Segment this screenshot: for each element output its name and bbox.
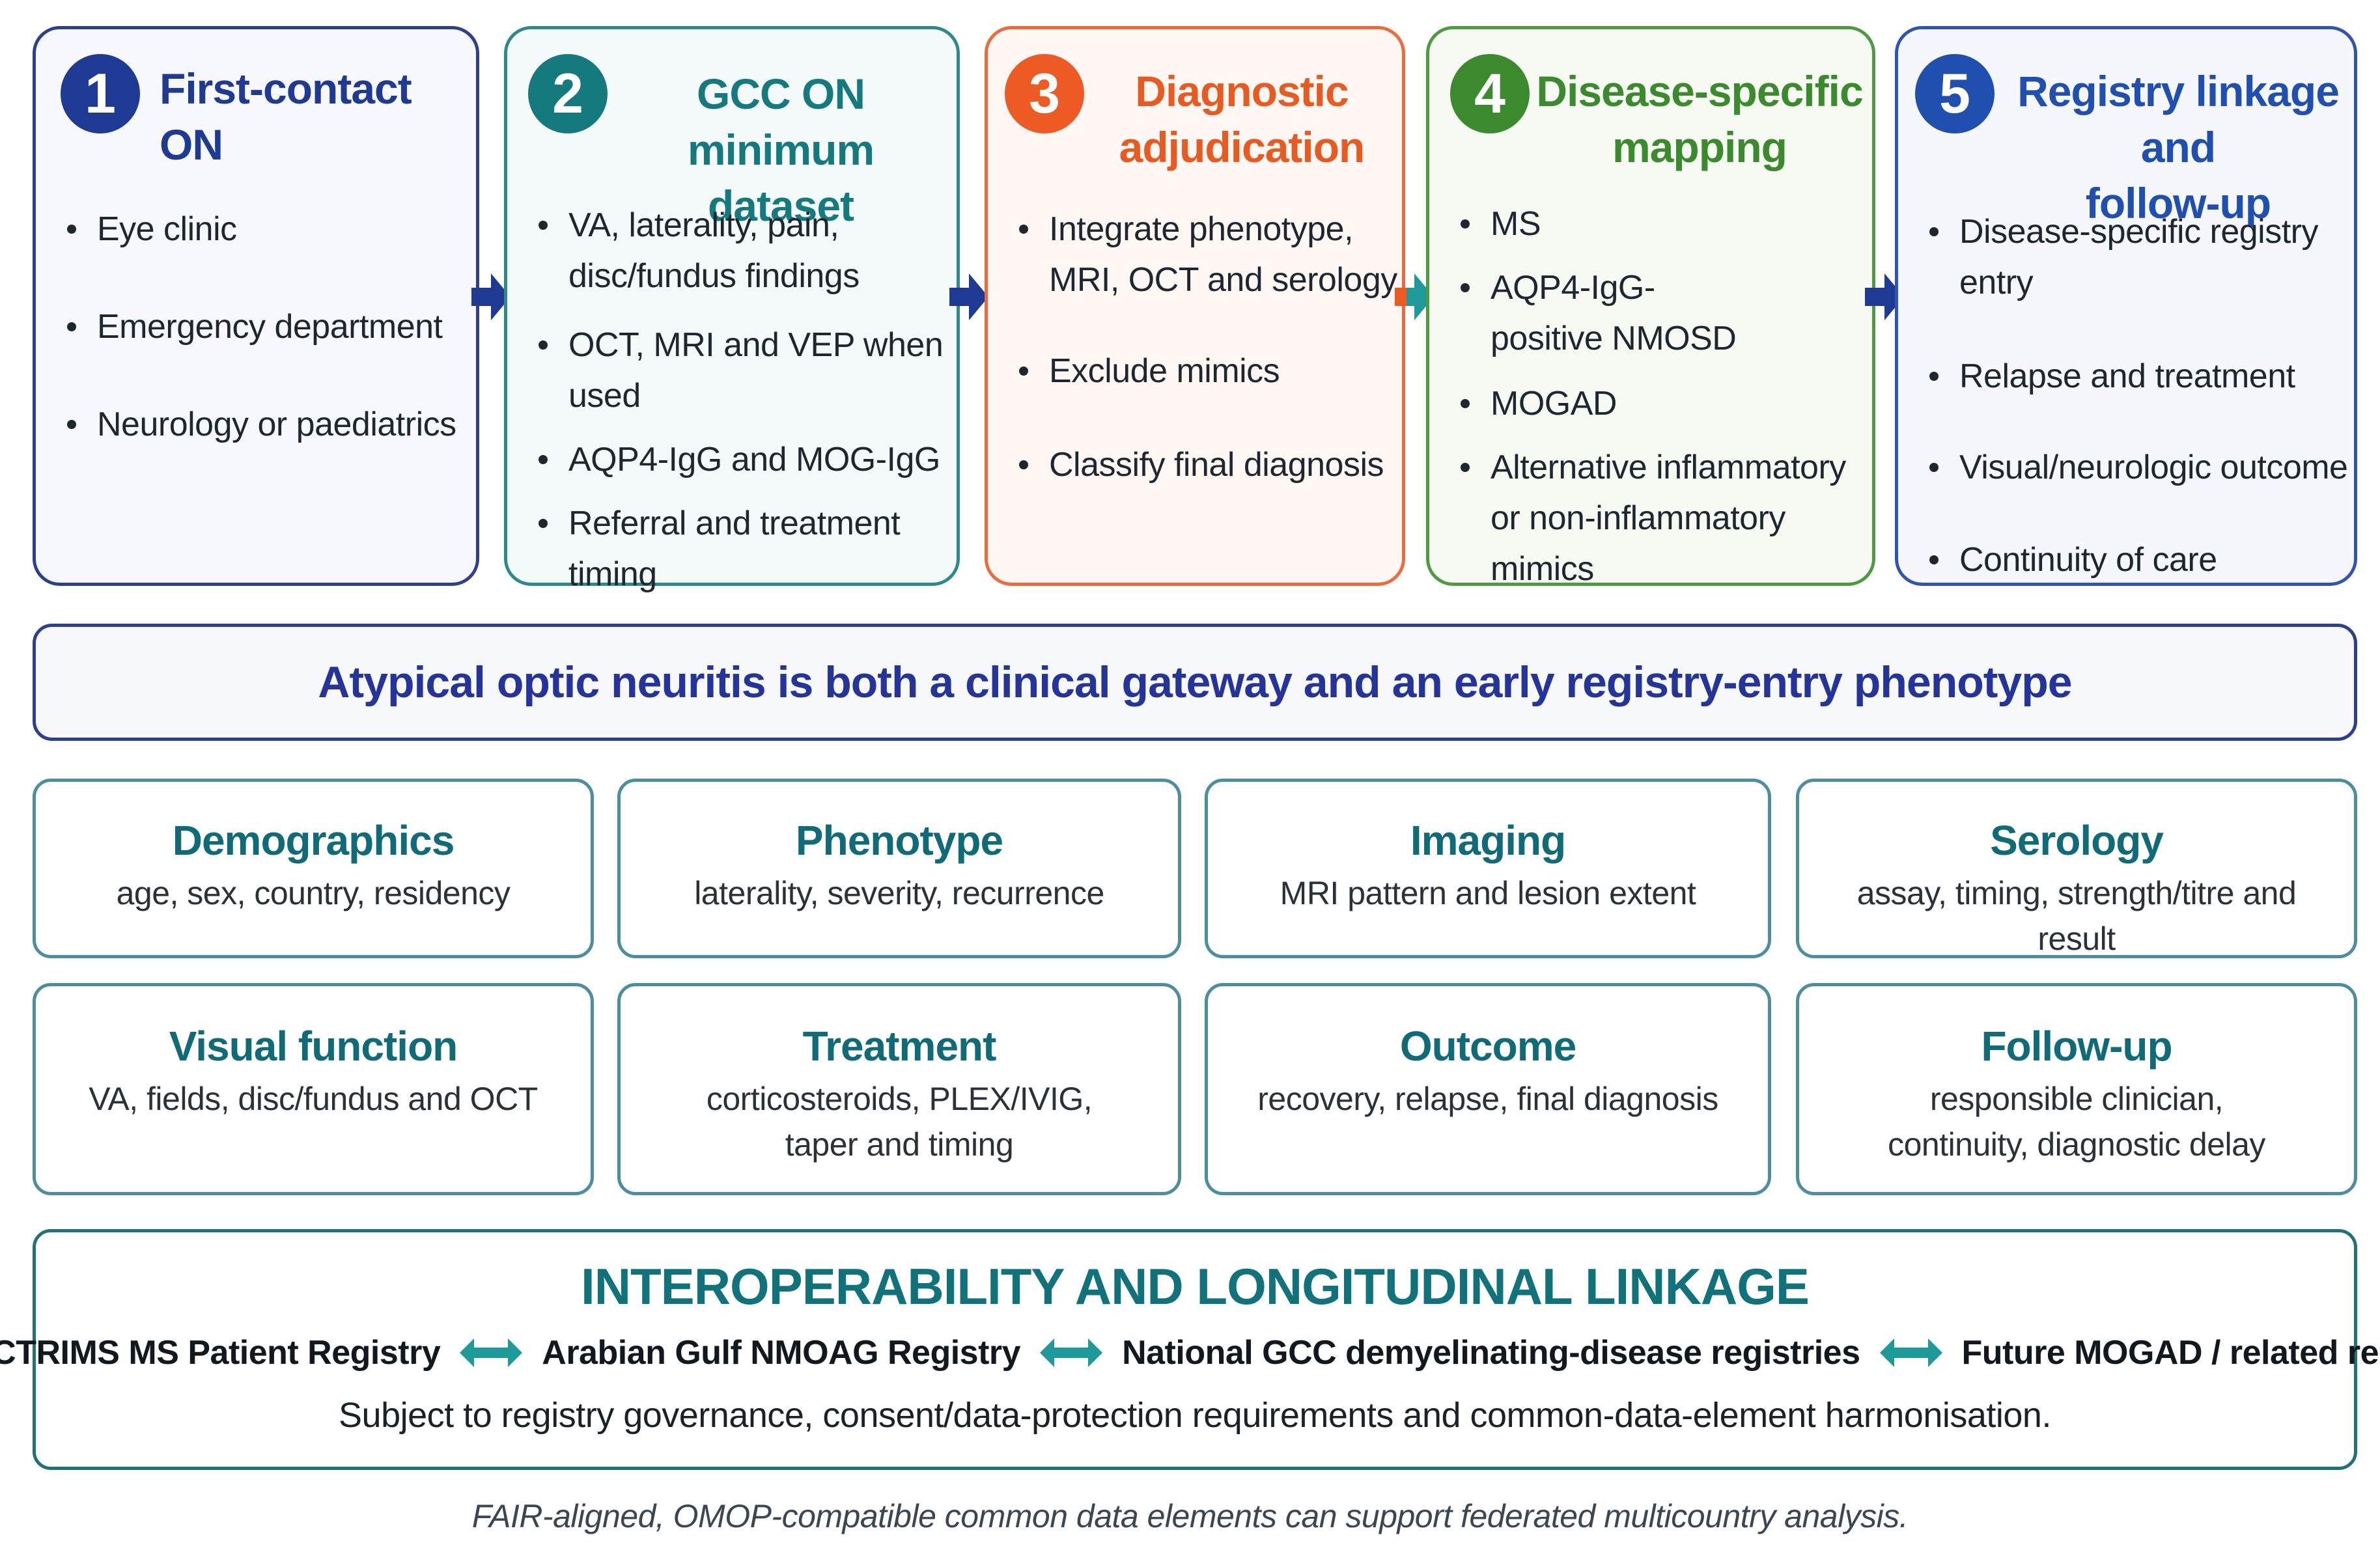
step-1-title: First-contact ON [160,64,412,169]
list-item: Visual/neurologic outcome [1925,442,2355,493]
card-desc: corticosteroids, PLEX/IVIG, taper and ti… [706,1081,1093,1163]
step-3-box: 3 Diagnostic adjudication Integrate phen… [985,26,1405,586]
list-item: Neurology or paediatrics [63,399,467,450]
step-2-number: 2 [528,54,608,133]
step-1-box: 1 First-contact ON Eye clinic Emergency … [33,26,479,586]
gateway-banner: Atypical optic neuritis is both a clinic… [33,624,2357,741]
list-item: OCT, MRI and VEP when used [535,320,951,421]
step-5-box: 5 Registry linkage and follow-up Disease… [1895,26,2357,586]
list-item: Alternative inflammatory or non-inflamma… [1457,442,1867,594]
card-desc: laterality, severity, recurrence [694,875,1104,911]
interoperability-panel: INTEROPERABILITY AND LONGITUDINAL LINKAG… [0,1229,2380,1470]
footer-caption: FAIR-aligned, OMOP-compatible common dat… [471,1498,1909,1534]
bidirectional-arrow-icon [1040,1338,1103,1367]
card-desc: recovery, relapse, final diagnosis [1257,1081,1718,1117]
list-item: Continuity of care [1925,534,2355,585]
registry-nmoag: Arabian Gulf NMOAG Registry [542,1334,1021,1372]
step-5-number: 5 [1915,54,1995,133]
interop-title: INTEROPERABILITY AND LONGITUDINAL LINKAG… [581,1258,1810,1315]
flow-arrow-icon [949,273,988,320]
card-desc: age, sex, country, residency [116,875,511,911]
card-serology: Serology assay, timing, strength/titre a… [1796,779,2357,958]
step-3-list: Integrate phenotype, MRI, OCT and serolo… [1015,204,1399,490]
card-follow-up: Follow-up responsible clinician, continu… [1796,983,2357,1195]
list-item: Emergency department [63,301,467,352]
step-4-list: MS AQP4-IgG-positive NMOSD MOGAD Alterna… [1457,199,1867,594]
card-title: Phenotype [795,817,1003,864]
list-item: Disease-specific registry entry [1925,206,2355,308]
card-title: Treatment [802,1023,997,1070]
card-treatment: Treatment corticosteroids, PLEX/IVIG, ta… [617,983,1181,1195]
list-item: Relapse and treatment [1925,351,2355,402]
list-item: Exclude mimics [1015,346,1399,396]
card-title: Outcome [1399,1023,1576,1070]
bidirectional-arrow-icon [1879,1338,1942,1367]
list-item: MOGAD [1457,378,1867,429]
list-item: AQP4-IgG-positive NMOSD [1457,262,1764,364]
step-4-title: Disease-specific mapping [1536,67,1863,171]
step-2-list: VA, laterality, pain, disc/fundus findin… [535,200,951,600]
card-visual-function: Visual function VA, fields, disc/fundus … [33,983,594,1195]
card-title: Demographics [172,817,455,864]
registry-national-gcc: National GCC demyelinating-disease regis… [1122,1334,1860,1372]
card-desc: responsible clinician, continuity, diagn… [1888,1081,2265,1163]
step-2-box: 2 GCC ON minimum dataset VA, laterality,… [504,26,960,593]
flow-arrow-icon [1395,273,1434,320]
list-item: AQP4-IgG and MOG-IgG [535,434,951,485]
flow-arrow-icon [471,273,511,320]
governance-note: Subject to registry governance, consent/… [339,1396,2051,1435]
card-desc: MRI pattern and lesion extent [1280,875,1696,911]
registry-future-mogad: Future MOGAD / related registries [1961,1334,2380,1372]
step-4-box: 4 Disease-specific mapping MS AQP4-IgG-p… [1426,26,1875,588]
banner-text: Atypical optic neuritis is both a clinic… [318,658,2072,707]
step-1-list: Eye clinic Emergency department Neurolog… [63,204,467,450]
card-demographics: Demographics age, sex, country, residenc… [33,779,594,958]
card-desc: VA, fields, disc/fundus and OCT [89,1081,538,1117]
list-item: Referral and treatment timing [535,498,951,600]
card-phenotype: Phenotype laterality, severity, recurren… [617,779,1181,958]
list-item: Eye clinic [63,204,467,255]
step-2-title: GCC ON minimum dataset [687,70,875,230]
step-3-number: 3 [1005,54,1084,133]
card-imaging: Imaging MRI pattern and lesion extent [1205,779,1771,958]
list-item: MS [1457,199,1867,249]
step-1-number: 1 [61,54,140,133]
registry-menactrims: MENACTRIMS MS Patient Registry [0,1334,441,1372]
registry-row: MENACTRIMS MS Patient Registry Arabian G… [0,1323,2380,1382]
card-title: Imaging [1410,817,1566,864]
card-title: Visual function [169,1023,458,1070]
list-item: Integrate phenotype, MRI, OCT and serolo… [1015,204,1399,305]
step-4-number: 4 [1450,54,1530,133]
step-5-title: Registry linkage and follow-up [2017,67,2340,227]
card-outcome: Outcome recovery, relapse, final diagnos… [1205,983,1771,1195]
step-5-list: Disease-specific registry entry Relapse … [1925,206,2355,585]
list-item: Classify final diagnosis [1015,439,1399,490]
list-item: VA, laterality, pain, disc/fundus findin… [535,200,951,301]
card-desc: assay, timing, strength/titre and result [1856,875,2297,957]
step-3-title: Diagnostic adjudication [1119,67,1365,171]
flow-arrow-icon [1865,273,1904,320]
bidirectional-arrow-icon [460,1338,523,1367]
card-title: Serology [1990,817,2164,864]
card-title: Follow-up [1981,1023,2172,1070]
